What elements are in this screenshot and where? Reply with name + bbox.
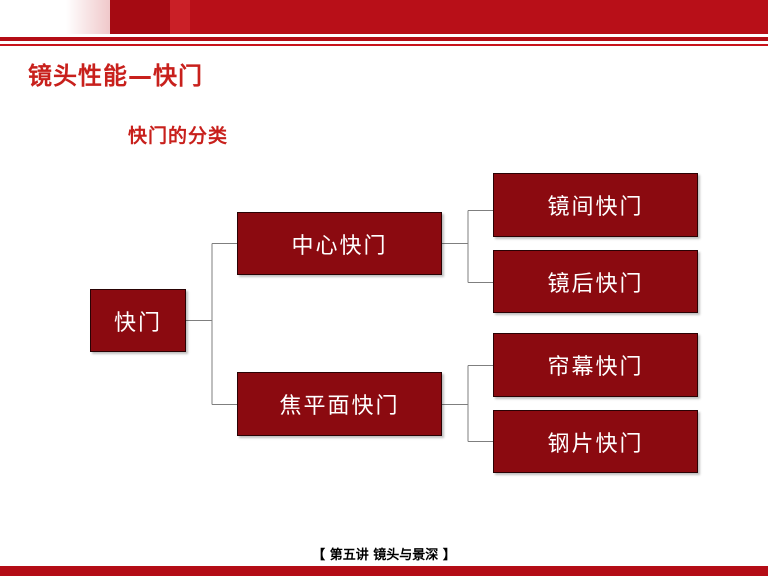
node-metal-blade-shutter: 钢片快门 [493, 410, 698, 473]
slide-title: 镜头性能—快门 [28, 62, 203, 90]
top-banner [0, 0, 768, 34]
node-focal-plane-shutter: 焦平面快门 [237, 372, 442, 436]
node-curtain-shutter: 帘幕快门 [493, 333, 698, 397]
node-between-lens-shutter: 镜间快门 [493, 173, 698, 237]
slide-subtitle: 快门的分类 [128, 125, 229, 147]
node-behind-lens-shutter: 镜后快门 [493, 250, 698, 313]
node-shutter: 快门 [90, 289, 186, 352]
top-stripe-thin [0, 44, 768, 46]
node-central-shutter: 中心快门 [237, 212, 442, 275]
top-stripe [0, 37, 768, 41]
footer-bar [0, 566, 768, 576]
footer-lecture-label: 【 第五讲 镜头与景深 】 [312, 548, 456, 563]
